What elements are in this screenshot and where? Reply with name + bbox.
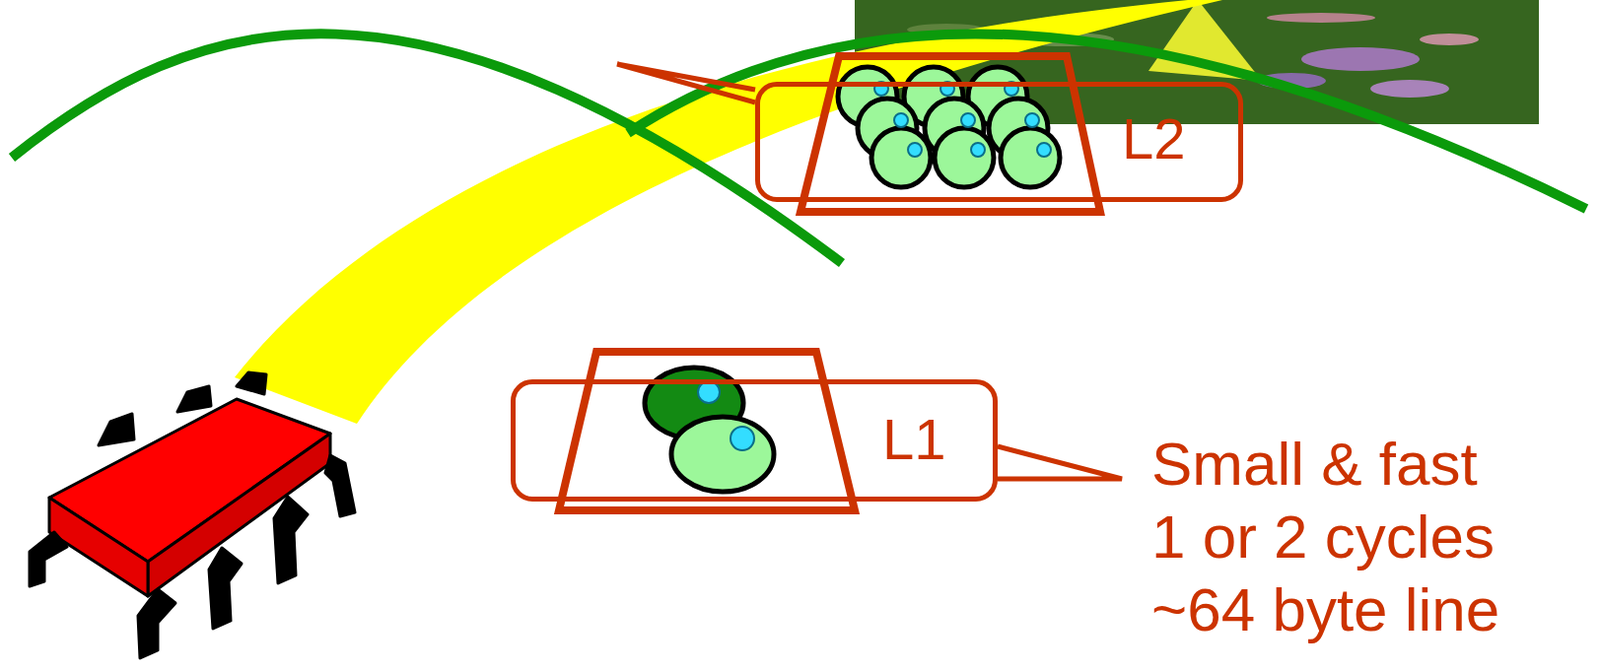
bug-leg xyxy=(208,548,242,629)
cache-line xyxy=(671,417,774,492)
processor-bug xyxy=(29,372,355,659)
lily-pad xyxy=(1266,12,1376,23)
callout-tail xyxy=(997,446,1122,480)
callout-note: 1 or 2 cycles xyxy=(1151,500,1495,574)
bug-leg xyxy=(138,589,176,659)
bug-body-side xyxy=(147,433,331,597)
cache-level-label: L1 xyxy=(882,410,947,470)
bug-leg xyxy=(177,386,211,413)
dot xyxy=(697,381,720,404)
callout-note: Small & fast xyxy=(1151,427,1478,501)
dot xyxy=(730,426,755,451)
callout-note: ~64 byte line xyxy=(1151,573,1500,647)
cache-line xyxy=(871,128,931,188)
callout-tail xyxy=(617,64,756,103)
bug-leg xyxy=(325,455,355,517)
dot xyxy=(1037,142,1051,157)
light-beam xyxy=(234,0,1223,424)
bug-leg xyxy=(274,496,308,584)
cache-box: L2 xyxy=(755,81,1244,203)
bug-leg xyxy=(98,414,135,446)
basket xyxy=(800,56,1101,212)
green-arc xyxy=(627,33,1587,209)
dot xyxy=(971,142,985,157)
dot xyxy=(1025,113,1040,128)
bug-leg xyxy=(236,372,267,395)
dot xyxy=(894,113,908,128)
cache-line xyxy=(1000,128,1060,188)
green-arc xyxy=(11,33,842,264)
cache-line xyxy=(934,128,994,188)
dot xyxy=(907,142,922,157)
lily-pad xyxy=(1301,47,1420,71)
dot xyxy=(961,113,975,128)
cache-level-label: L2 xyxy=(1121,109,1186,169)
lily-pad xyxy=(1419,33,1479,46)
cache-line-dots xyxy=(874,81,1051,157)
bug-leg xyxy=(29,532,68,587)
cache-box: L1 xyxy=(510,379,998,502)
basket xyxy=(558,351,855,511)
lily-pad xyxy=(1370,79,1450,98)
